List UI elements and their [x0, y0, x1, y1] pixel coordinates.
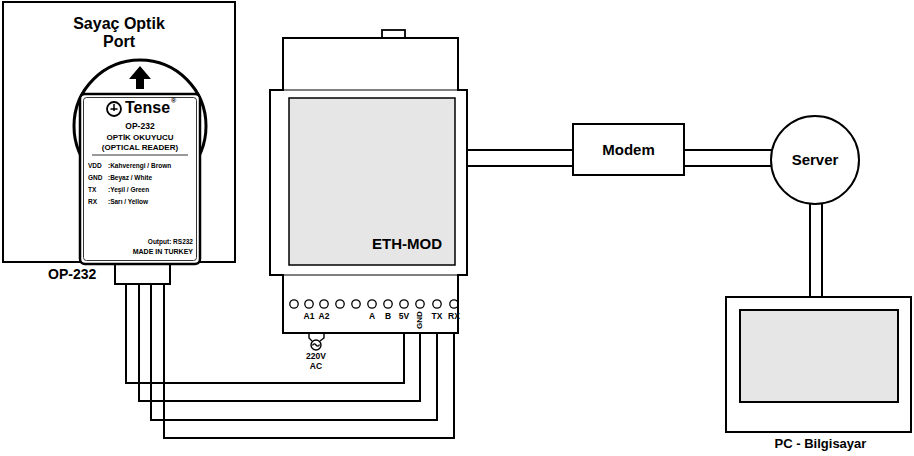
terminal-screw — [290, 300, 298, 308]
pc-monitor: PC - Bilgisayar — [725, 296, 912, 433]
connector-line — [139, 284, 420, 401]
network-link — [810, 203, 822, 297]
output-note: Output: RS232 — [148, 238, 193, 245]
ac-source-circle — [311, 340, 321, 350]
device-subtitle: (OPTICAL READER) — [70, 143, 210, 152]
connector-line — [467, 149, 573, 151]
registered-mark: ® — [171, 97, 176, 105]
terminal-screw — [450, 300, 458, 308]
model-text: OP-232 — [70, 122, 210, 132]
meter-title: Sayaç Optik Port — [73, 15, 165, 52]
terminal-label: A2 — [319, 312, 330, 322]
terminal-label: A1 — [304, 312, 315, 322]
pin-name: RX — [88, 198, 97, 205]
wire-color: :Sarı / Yellow — [108, 198, 148, 205]
connector-line — [809, 204, 811, 297]
terminal-screw — [400, 300, 408, 308]
pc-monitor-outline — [727, 298, 914, 435]
modem-box: Modem — [572, 123, 685, 176]
terminal-screw — [433, 300, 441, 308]
terminal-label: A — [369, 312, 375, 322]
terminal-screw — [305, 300, 313, 308]
wire-color: :Yeşil / Green — [108, 186, 149, 193]
connector-line — [151, 284, 437, 420]
terminal-screw — [352, 300, 360, 308]
terminal-screw — [336, 300, 344, 308]
terminal-screw — [384, 300, 392, 308]
server-label: Server — [792, 151, 839, 168]
wire-color: :Beyaz / White — [108, 174, 152, 181]
server-circle: Server — [770, 115, 860, 205]
terminal-label: GND — [415, 311, 424, 329]
meter-box: Sayaç Optik PortOP-232Tense®OP-232OPTİK … — [2, 1, 236, 263]
ac-tilde — [313, 344, 320, 346]
pin-name: GND — [88, 174, 102, 181]
connector-line — [164, 284, 454, 438]
connector-line — [684, 149, 772, 151]
terminal-label: TX — [432, 312, 443, 322]
pin-name: TX — [88, 186, 96, 193]
modem-label: Modem — [602, 141, 655, 158]
terminal-label: 5V — [399, 312, 409, 322]
wire-color: :Kahverengi / Brown — [108, 162, 171, 169]
logo-text: Tense — [125, 99, 170, 117]
optical-reader: OP-232Tense®OP-232OPTİK OKUYUCU(OPTICAL … — [70, 58, 210, 284]
pin-name: VDD — [88, 162, 102, 169]
signal-wire — [139, 284, 420, 401]
terminal-screw — [416, 300, 424, 308]
terminal-label: RX — [448, 312, 460, 322]
terminal-screws — [290, 300, 458, 308]
module-title: ETH-MOD — [372, 235, 442, 252]
network-link — [684, 150, 772, 166]
connector-line — [467, 165, 573, 167]
terminal-screw — [320, 300, 328, 308]
device-title: OPTİK OKUYUCU — [70, 133, 210, 142]
terminal-screw — [368, 300, 376, 308]
ac-supply-symbol — [309, 333, 324, 350]
connector-line — [821, 203, 823, 297]
signal-wire — [151, 284, 437, 420]
supply-label: 220V AC — [303, 352, 329, 372]
supply-wire — [309, 333, 312, 341]
eth-module-outline — [270, 30, 468, 333]
device-name-label: OP-232 — [48, 266, 96, 282]
supply-wire — [320, 333, 324, 341]
signal-wire — [164, 284, 454, 438]
connector-line — [684, 165, 771, 167]
origin-note: MADE IN TURKEY — [133, 248, 193, 256]
network-link — [467, 150, 573, 166]
eth-module: ETH-MOD — [270, 30, 468, 333]
terminal-label: B — [385, 312, 391, 322]
pc-label: PC - Bilgisayar — [717, 437, 914, 452]
